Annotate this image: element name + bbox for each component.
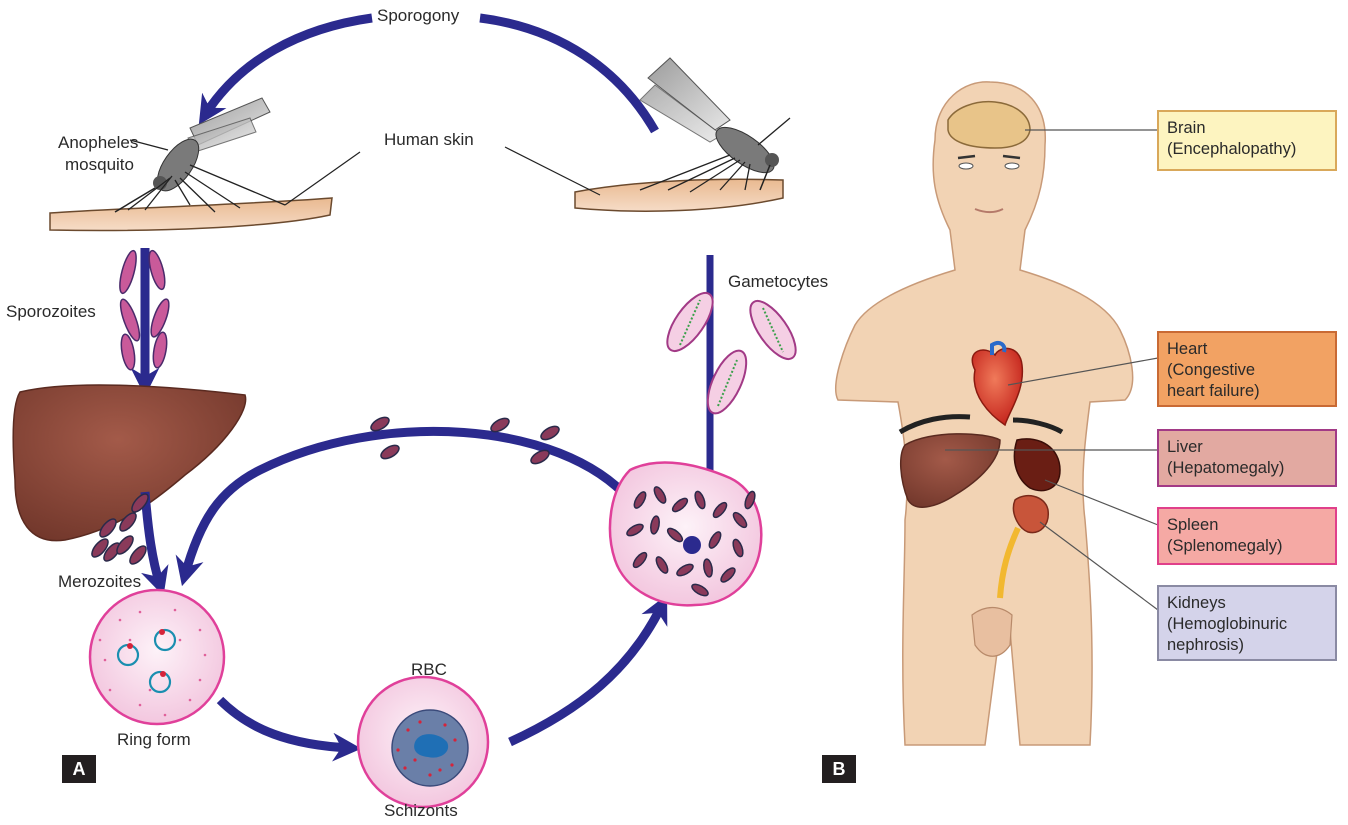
reinfection-arc [185, 431, 630, 575]
rbc-label: RBC [411, 660, 447, 680]
anopheles-mosquito-right [640, 58, 790, 192]
organ-kidneys-line1: Kidneys [1167, 593, 1327, 614]
brain [948, 102, 1030, 148]
human-skin-leader-left [285, 152, 360, 205]
organ-box-brain: Brain (Encephalopathy) [1157, 110, 1337, 171]
panel-b-tag: B [822, 755, 856, 783]
anopheles-label-line1: Anopheles [58, 133, 138, 153]
eye-right [1005, 163, 1019, 169]
panel-a-tag: A [62, 755, 96, 783]
panel-b [836, 82, 1158, 745]
schizont-rbc [358, 677, 488, 807]
organ-liver-line2: (Hepatomegaly) [1167, 458, 1327, 479]
genitals [972, 608, 1012, 657]
ring-form-label: Ring form [117, 730, 191, 750]
human-skin-left [50, 198, 332, 230]
organ-spleen-line1: Spleen [1167, 515, 1327, 536]
organ-brain-line2: (Encephalopathy) [1167, 139, 1327, 160]
ring-form-rbc [90, 590, 224, 724]
organ-kidneys-line2: (Hemoglobinuric [1167, 614, 1327, 635]
organ-box-kidneys: Kidneys (Hemoglobinuric nephrosis) [1157, 585, 1337, 661]
eye-left [959, 163, 973, 169]
merozoites-label: Merozoites [58, 572, 141, 592]
organ-heart-line2: (Congestive [1167, 360, 1327, 381]
organ-box-liver: Liver (Hepatomegaly) [1157, 429, 1337, 487]
anopheles-label-line2: mosquito [65, 155, 134, 175]
human-skin-label: Human skin [382, 130, 476, 150]
anopheles-mosquito-left [115, 98, 285, 212]
organ-spleen-line2: (Splenomegaly) [1167, 536, 1327, 557]
organ-kidneys-line3: nephrosis) [1167, 635, 1327, 656]
organ-brain-line1: Brain [1167, 118, 1327, 139]
human-skin-leader-right [505, 147, 600, 195]
schizonts-label: Schizonts [384, 801, 458, 821]
organ-heart-line3: heart failure) [1167, 381, 1327, 402]
sporogony-label: Sporogony [373, 6, 463, 26]
rupturing-rbc [610, 462, 761, 605]
organ-liver-line1: Liver [1167, 437, 1327, 458]
organ-box-heart: Heart (Congestive heart failure) [1157, 331, 1337, 407]
merozoites-arrow [145, 492, 160, 585]
schizont-to-rupture-arrow [510, 605, 662, 742]
sporogony-arc-right [480, 18, 655, 131]
sporozoites-label: Sporozoites [6, 302, 96, 322]
gametocytes-label: Gametocytes [728, 272, 828, 292]
organ-heart-line1: Heart [1167, 339, 1327, 360]
ring-to-schizont-arrow [220, 700, 350, 748]
sporogony-arrow [205, 18, 372, 115]
gametocytes-cluster [659, 286, 804, 419]
organ-box-spleen: Spleen (Splenomegaly) [1157, 507, 1337, 565]
